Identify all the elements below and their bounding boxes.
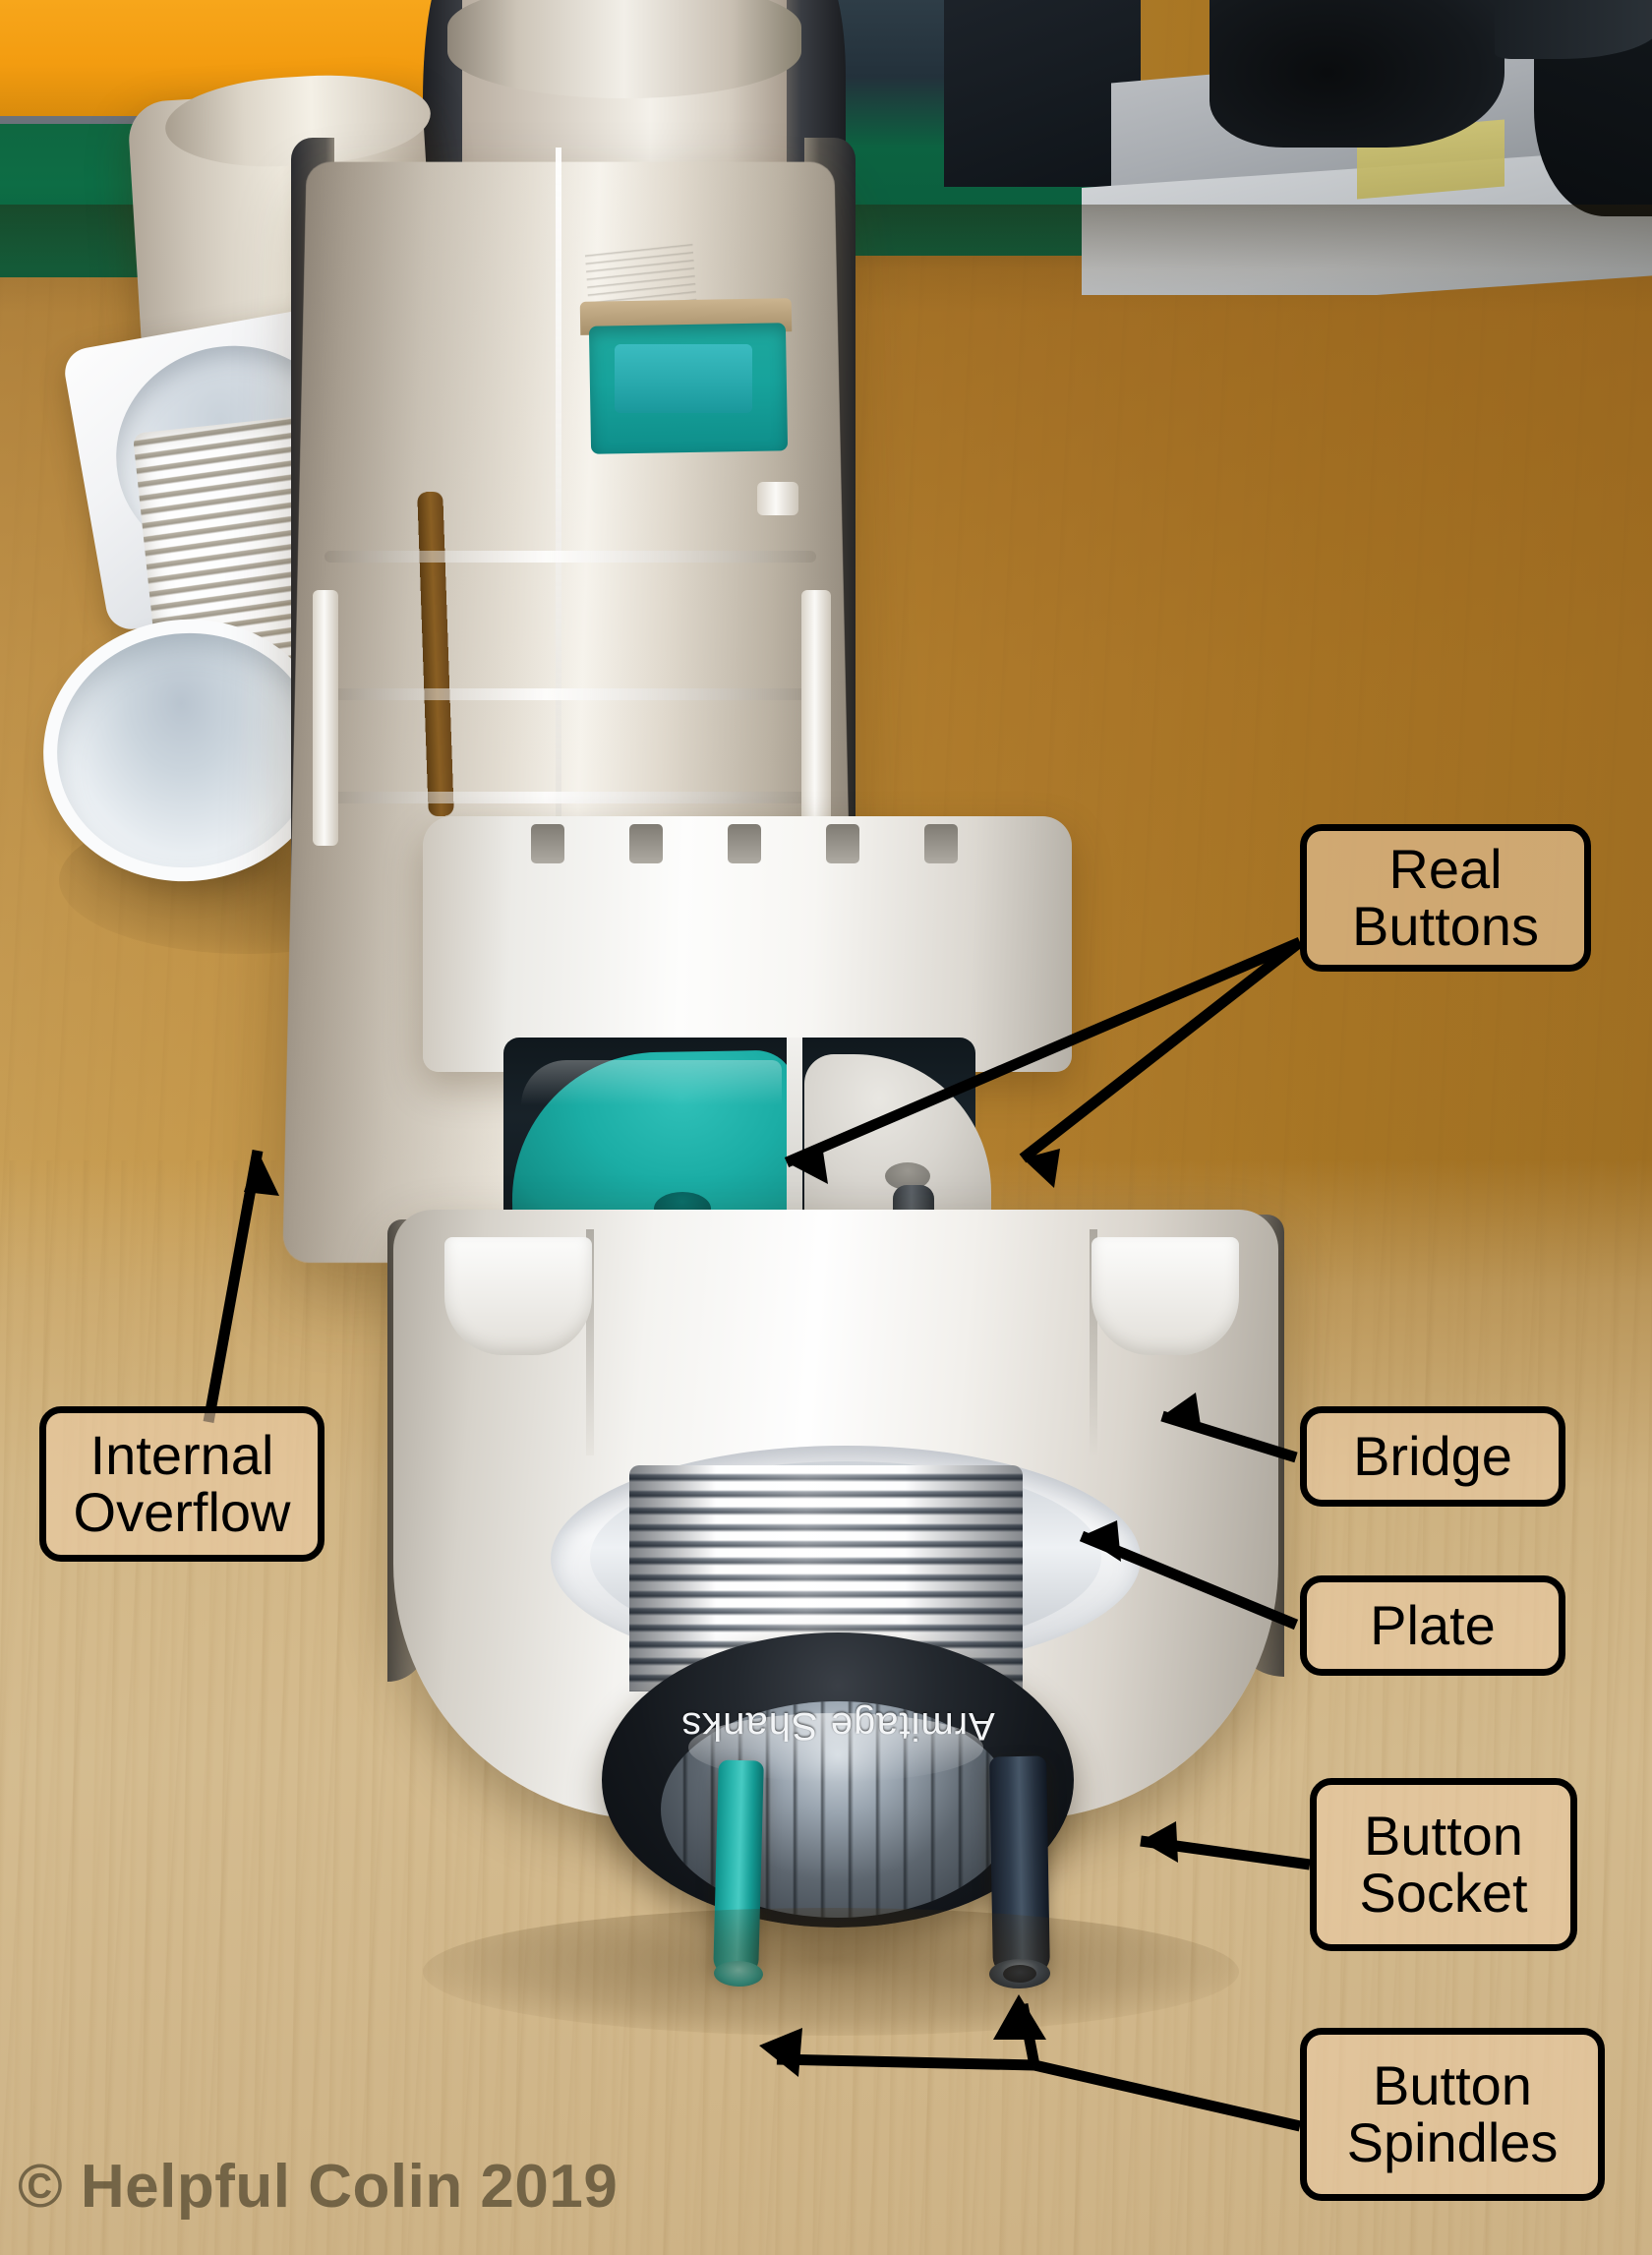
leader-real-buttons-1 bbox=[784, 936, 1303, 1184]
barrel-fin-right bbox=[801, 590, 831, 846]
leader-internal-overflow bbox=[203, 1150, 279, 1423]
copyright-watermark: © Helpful Colin 2019 bbox=[18, 2153, 619, 2221]
callout-real-buttons-line1: Real bbox=[1388, 837, 1503, 900]
bridge-tab-left bbox=[444, 1237, 592, 1355]
bridge-seam-right bbox=[1090, 1229, 1097, 1455]
callout-button-spindles-line2: Spindles bbox=[1346, 2111, 1559, 2173]
collar-notch bbox=[531, 824, 564, 863]
black-object-left bbox=[1210, 0, 1504, 148]
rear-body-cap bbox=[447, 0, 801, 98]
callout-button-socket-line1: Button bbox=[1364, 1804, 1523, 1867]
assembly-drop-shadow bbox=[423, 1908, 1239, 2036]
callout-real-buttons: Real Buttons bbox=[1300, 824, 1591, 972]
callout-bridge-line1: Bridge bbox=[1353, 1424, 1512, 1487]
button-bay-divider bbox=[787, 1038, 802, 1234]
collar-notch bbox=[924, 824, 958, 863]
callout-button-socket-line2: Socket bbox=[1359, 1862, 1528, 1924]
collar-notch bbox=[728, 824, 761, 863]
callout-button-socket: Button Socket bbox=[1310, 1778, 1577, 1951]
barrel-seam bbox=[556, 148, 561, 1111]
collar-notch bbox=[629, 824, 663, 863]
dark-object bbox=[944, 0, 1141, 187]
real-button-teal-highlight bbox=[521, 1060, 782, 1105]
collar-notch bbox=[826, 824, 859, 863]
leader-button-spindles-1 bbox=[993, 1994, 1302, 2132]
callout-internal-overflow-line1: Internal bbox=[89, 1423, 274, 1486]
callout-internal-overflow: Internal Overflow bbox=[39, 1406, 324, 1562]
leader-button-socket bbox=[1140, 1821, 1311, 1870]
barrel-fin-left bbox=[313, 590, 338, 846]
leader-plate bbox=[1079, 1520, 1299, 1631]
barrel-nub bbox=[757, 482, 798, 515]
leader-real-buttons-2 bbox=[1019, 937, 1304, 1188]
callout-button-spindles: Button Spindles bbox=[1300, 2028, 1605, 2201]
leader-button-spindles-2 bbox=[759, 2028, 1035, 2077]
callout-internal-overflow-line2: Overflow bbox=[73, 1481, 291, 1543]
callout-plate: Plate bbox=[1300, 1575, 1565, 1676]
cable bbox=[1495, 0, 1652, 59]
teal-float-highlight bbox=[615, 344, 752, 413]
barrel-rib bbox=[324, 792, 816, 803]
leader-bridge bbox=[1160, 1393, 1298, 1463]
callout-plate-line1: Plate bbox=[1370, 1593, 1496, 1656]
callout-bridge: Bridge bbox=[1300, 1406, 1565, 1507]
bridge-seam-left bbox=[586, 1229, 594, 1455]
barrel-rib bbox=[324, 688, 816, 700]
bridge-tab-right bbox=[1092, 1237, 1239, 1355]
barrel-rib bbox=[324, 551, 816, 563]
callout-button-spindles-line1: Button bbox=[1373, 2053, 1532, 2116]
callout-real-buttons-line2: Buttons bbox=[1352, 895, 1539, 957]
